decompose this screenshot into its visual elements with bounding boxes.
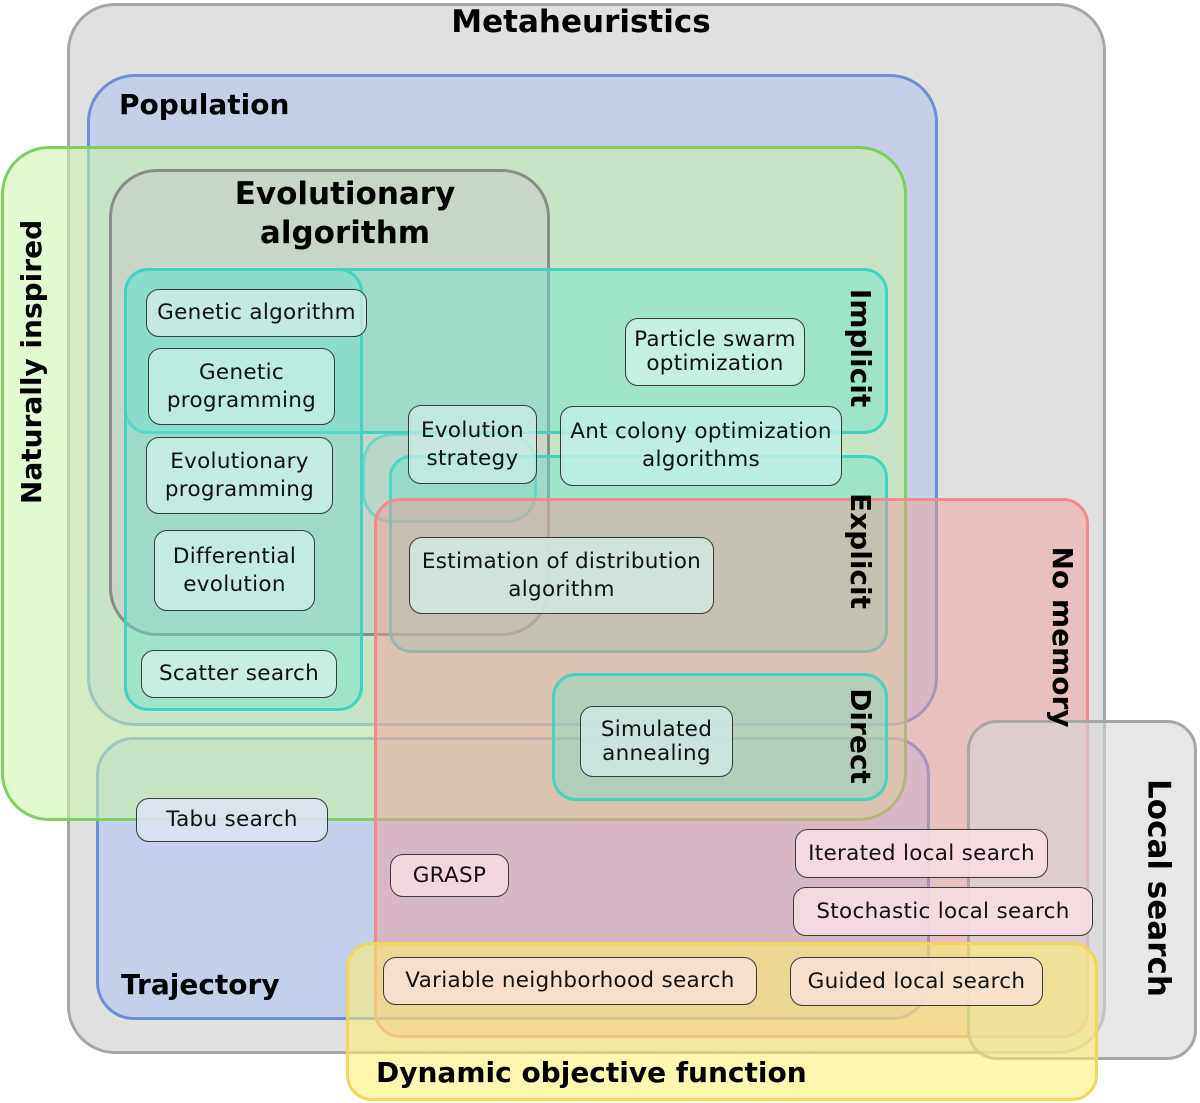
- method-genetic-algorithm: Genetic algorithm: [146, 289, 367, 337]
- method-tabu-search: Tabu search: [136, 798, 328, 842]
- method-differential-evolution: Differential evolution: [154, 530, 315, 611]
- label-implicit: Implicit: [843, 288, 877, 408]
- method-guided-local-search: Guided local search: [790, 957, 1043, 1006]
- label-trajectory: Trajectory: [121, 968, 280, 1001]
- label-evolutionary-algorithm: Evolutionary algorithm: [234, 176, 456, 252]
- label-explicit: Explicit: [843, 492, 877, 610]
- label-naturally-inspired: Naturally inspired: [15, 219, 49, 505]
- label-no-memory: No memory: [1045, 546, 1079, 728]
- method-evolutionary-programming: Evolutionary programming: [146, 437, 333, 514]
- method-particle-swarm-optimization: Particle swarm optimization: [625, 318, 805, 386]
- method-ant-colony-optimization: Ant colony optimization algorithms: [560, 406, 842, 486]
- label-local-search: Local search: [1140, 779, 1177, 997]
- label-dynamic-objective-function: Dynamic objective function: [376, 1056, 807, 1089]
- method-evolution-strategy: Evolution strategy: [408, 405, 537, 484]
- method-iterated-local-search: Iterated local search: [795, 829, 1048, 878]
- label-direct: Direct: [843, 688, 877, 784]
- method-variable-neighborhood-search: Variable neighborhood search: [383, 957, 757, 1005]
- method-stochastic-local-search: Stochastic local search: [793, 887, 1093, 936]
- method-grasp: GRASP: [390, 854, 509, 897]
- method-scatter-search: Scatter search: [141, 650, 337, 698]
- label-population: Population: [119, 88, 290, 121]
- method-simulated-annealing: Simulated annealing: [580, 706, 733, 777]
- title-metaheuristics: Metaheuristics: [451, 4, 711, 40]
- method-estimation-of-distribution: Estimation of distribution algorithm: [409, 537, 714, 614]
- method-genetic-programming: Genetic programming: [148, 348, 335, 425]
